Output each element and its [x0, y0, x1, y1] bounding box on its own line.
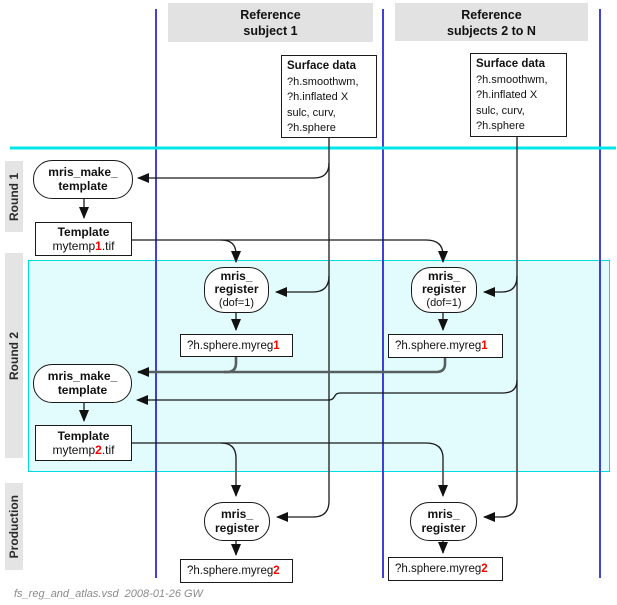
node-mris-make-template-round2: mris_make_ template: [33, 364, 132, 403]
row-label-round2: Round 2: [5, 253, 23, 458]
node-label: mris_: [220, 268, 253, 283]
node-label-dof: (dof=1): [426, 296, 462, 309]
node-label: mris_: [427, 507, 460, 521]
node-label: template: [57, 382, 108, 397]
lane-header-line: Reference: [461, 8, 522, 22]
filename-number: 2: [481, 563, 488, 575]
filename-prefix: mytemp: [52, 443, 96, 457]
node-template-mytemp2: Template mytemp2.tif: [35, 425, 132, 461]
row-label-round1: Round 1: [5, 161, 23, 232]
lane-header-line: subject 1: [243, 24, 298, 38]
node-mris-register-production-subjects2toN: mris_ register: [410, 502, 477, 541]
filename-number: 1: [273, 339, 280, 352]
filename-number: 1: [95, 239, 102, 253]
lane-header-subjects2toN: Reference subjects 2 to N: [395, 3, 588, 41]
node-mris-make-template-round1: mris_make_ template: [33, 160, 133, 199]
surface-data-line: ?h.inflated X: [476, 89, 538, 101]
node-label: register: [214, 282, 259, 297]
node-label: register: [421, 282, 467, 297]
node-label: register: [421, 520, 466, 535]
node-label: Template: [57, 224, 110, 239]
node-mris-register-production-subject1: mris_ register: [204, 502, 270, 541]
lane-header-line: Reference: [240, 8, 301, 22]
surface-data-line: ?h.smoothwm,: [476, 73, 548, 86]
filename-number: 2: [95, 443, 102, 457]
node-filename: mytemp1.tif: [52, 239, 114, 254]
surface-data-line: ?h.sphere: [287, 122, 336, 134]
filename-number: 2: [273, 565, 280, 577]
surface-data-title: Surface data: [476, 58, 546, 70]
row-label-text: Round 2: [7, 331, 21, 380]
node-mris-register-dof-subject1: mris_ register (dof=1): [204, 267, 269, 313]
node-filename: mytemp2.tif: [52, 443, 114, 458]
surface-data-line: ?h.sphere: [476, 120, 525, 132]
surface-data-line: sulc, curv,: [476, 104, 525, 117]
filename-prefix: ?h.sphere.myreg: [187, 339, 274, 352]
node-label: register: [214, 520, 260, 535]
filename-suffix: .tif: [101, 443, 115, 457]
node-label: template: [58, 178, 108, 193]
surface-data-line: ?h.inflated X: [287, 91, 349, 103]
node-mris-register-dof-subjects2toN: mris_ register (dof=1): [411, 267, 477, 313]
filename-prefix: ?h.sphere.myreg: [395, 340, 482, 352]
surface-data-line: ?h.smoothwm,: [287, 75, 359, 88]
filename-prefix: mytemp: [52, 239, 96, 253]
surface-data-title: Surface data: [287, 60, 357, 72]
filename-number: 1: [481, 340, 488, 352]
filename-prefix: ?h.sphere.myreg: [395, 563, 482, 575]
row-label-text: Round 1: [7, 172, 21, 221]
surface-data-box-subject1: Surface data ?h.smoothwm, ?h.inflated X …: [281, 55, 377, 138]
lane-header-subject1: Reference subject 1: [168, 3, 373, 42]
row-label-production: Production: [5, 483, 23, 570]
node-label: mris_: [427, 268, 461, 283]
filename-suffix: .tif: [101, 239, 115, 253]
footer-filename-date: fs_reg_and_atlas.vsd 2008-01-26 GW: [14, 588, 203, 600]
node-label: mris_make_: [47, 369, 118, 383]
surface-data-line: sulc, curv,: [287, 106, 336, 119]
lane-header-line: subjects 2 to N: [447, 24, 536, 38]
node-label: Template: [57, 428, 110, 443]
node-label-dof: (dof=1): [218, 296, 255, 309]
node-label: mris_make_: [48, 165, 118, 179]
filename-prefix: ?h.sphere.myreg: [187, 565, 274, 577]
surface-data-box-subjects2toN: Surface data ?h.smoothwm, ?h.inflated X …: [470, 53, 567, 137]
node-template-mytemp1: Template mytemp1.tif: [35, 222, 132, 256]
row-label-text: Production: [7, 494, 21, 559]
node-label: mris_: [220, 507, 254, 521]
